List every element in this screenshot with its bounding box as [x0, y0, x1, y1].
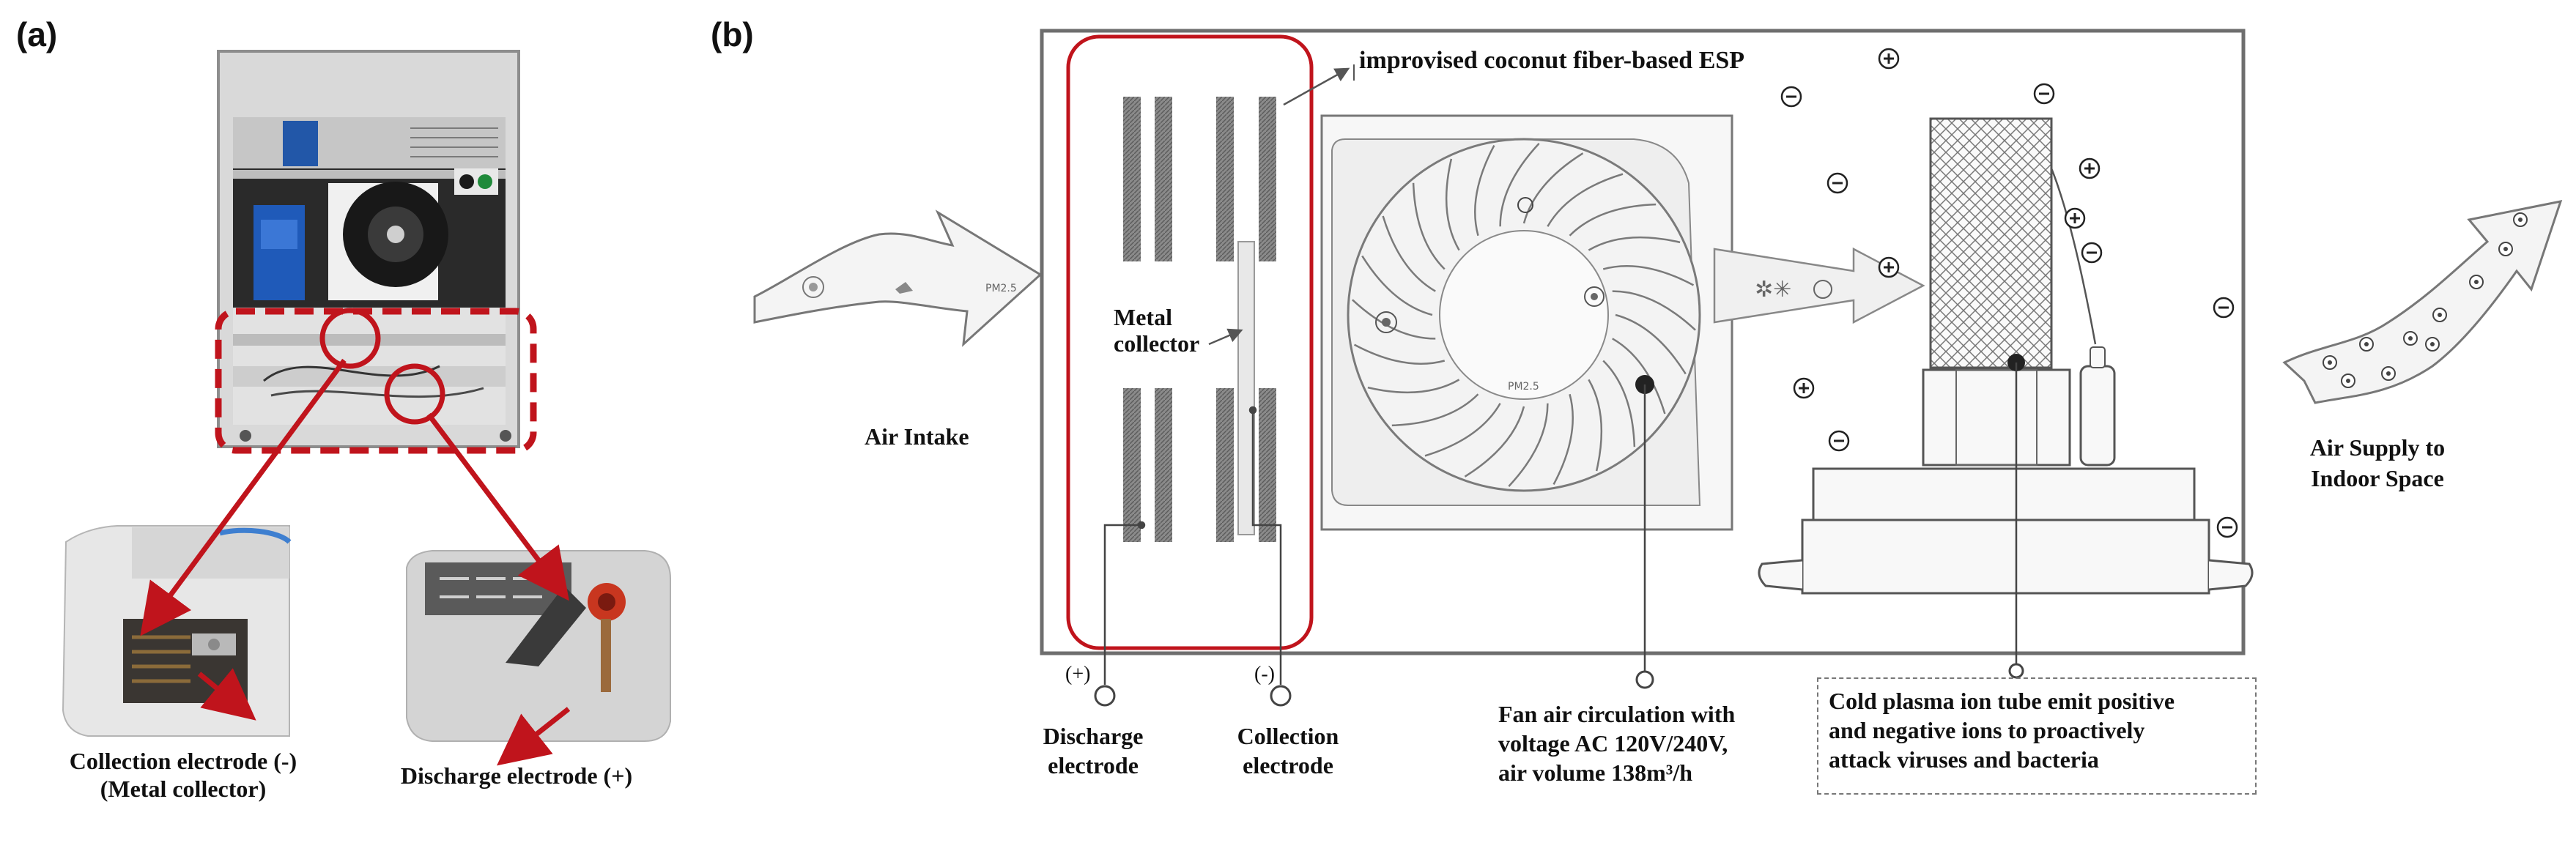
panel-label-a: (a)	[16, 15, 58, 53]
air-supply-line-1: Air Supply to	[2309, 434, 2446, 461]
plasma-line-3: attack viruses and bacteria	[1829, 746, 2099, 773]
esp-plates	[1123, 97, 1276, 542]
arrow-to-discharge	[426, 412, 569, 601]
discharge-electrode-line-2: electrode	[1048, 752, 1139, 778]
discharge-electrode-line-1: Discharge	[1043, 723, 1144, 749]
discharge-caption: Discharge electrode (+)	[400, 762, 633, 789]
metal-collector-line-1: Metal	[1114, 304, 1172, 330]
collection-caption-line-2: (Metal collector)	[100, 776, 267, 802]
collection-caption-line-1: Collection electrode (-)	[69, 748, 297, 774]
air-supply-line-2: Indoor Space	[2311, 465, 2444, 491]
air-intake-label: Air Intake	[865, 423, 969, 450]
collection-closeup-photo	[62, 525, 292, 737]
plasma-ion-tube	[1758, 117, 2254, 595]
supply-ion-dots	[2323, 212, 2528, 388]
fan-line-1: Fan air circulation with	[1498, 701, 1736, 727]
svg-text:✲✳: ✲✳	[1755, 277, 1791, 302]
panel-label-b: (b)	[711, 15, 754, 53]
esp-highlight-box	[1066, 34, 1314, 650]
discharge-circle	[384, 363, 445, 425]
svg-text:PM2.5: PM2.5	[985, 283, 1017, 294]
plus-terminal-label: (+)	[1065, 663, 1091, 685]
highlight-box	[215, 308, 537, 454]
plasma-line-2: and negative ions to proactively	[1829, 717, 2145, 743]
fan-line-3: air volume 138m³/h	[1498, 759, 1692, 786]
arrow-collection-plate	[197, 668, 256, 721]
collection-electrode-line-1: Collection	[1237, 723, 1339, 749]
panel-a-photo	[217, 50, 520, 448]
minus-terminal-label: (-)	[1254, 663, 1275, 685]
main-enclosure	[1040, 29, 2246, 655]
fan-line-2: voltage AC 120V/240V,	[1498, 730, 1728, 757]
esp-wiring	[1094, 406, 1292, 707]
collection-caption: Collection electrode (-) (Metal collecto…	[22, 747, 344, 803]
discharge-closeup-photo	[406, 550, 671, 742]
ion-symbols	[1780, 48, 2238, 538]
air-supply-label: Air Supply to Indoor Space	[2286, 432, 2469, 494]
fan-description: Fan air circulation with voltage AC 120V…	[1498, 699, 1806, 787]
collection-electrode-line-2: electrode	[1243, 752, 1333, 778]
plasma-description: Cold plasma ion tube emit positive and n…	[1817, 677, 2257, 795]
discharge-electrode-label: Discharge electrode	[1027, 721, 1159, 780]
arrow-to-collection	[140, 358, 347, 636]
arrow-discharge-wire	[497, 707, 571, 766]
flow-arrow: ✲✳	[1713, 247, 1925, 324]
metal-collector-line-2: collector	[1114, 330, 1200, 357]
air-supply-arrow	[2282, 200, 2563, 404]
metal-collector-label: Metal collector	[1114, 304, 1209, 357]
collection-circle	[319, 308, 381, 369]
plasma-line-1: Cold plasma ion tube emit positive	[1829, 688, 2175, 714]
collection-electrode-label: Collection electrode	[1222, 721, 1354, 780]
fan-unit: PM2.5	[1320, 114, 1733, 531]
fan-blades	[1352, 143, 1696, 487]
air-intake-arrow: PM2.5	[753, 209, 1043, 347]
esp-label: improvised coconut fiber-based ESP	[1359, 47, 1745, 74]
svg-text:PM2.5: PM2.5	[1508, 381, 1539, 393]
